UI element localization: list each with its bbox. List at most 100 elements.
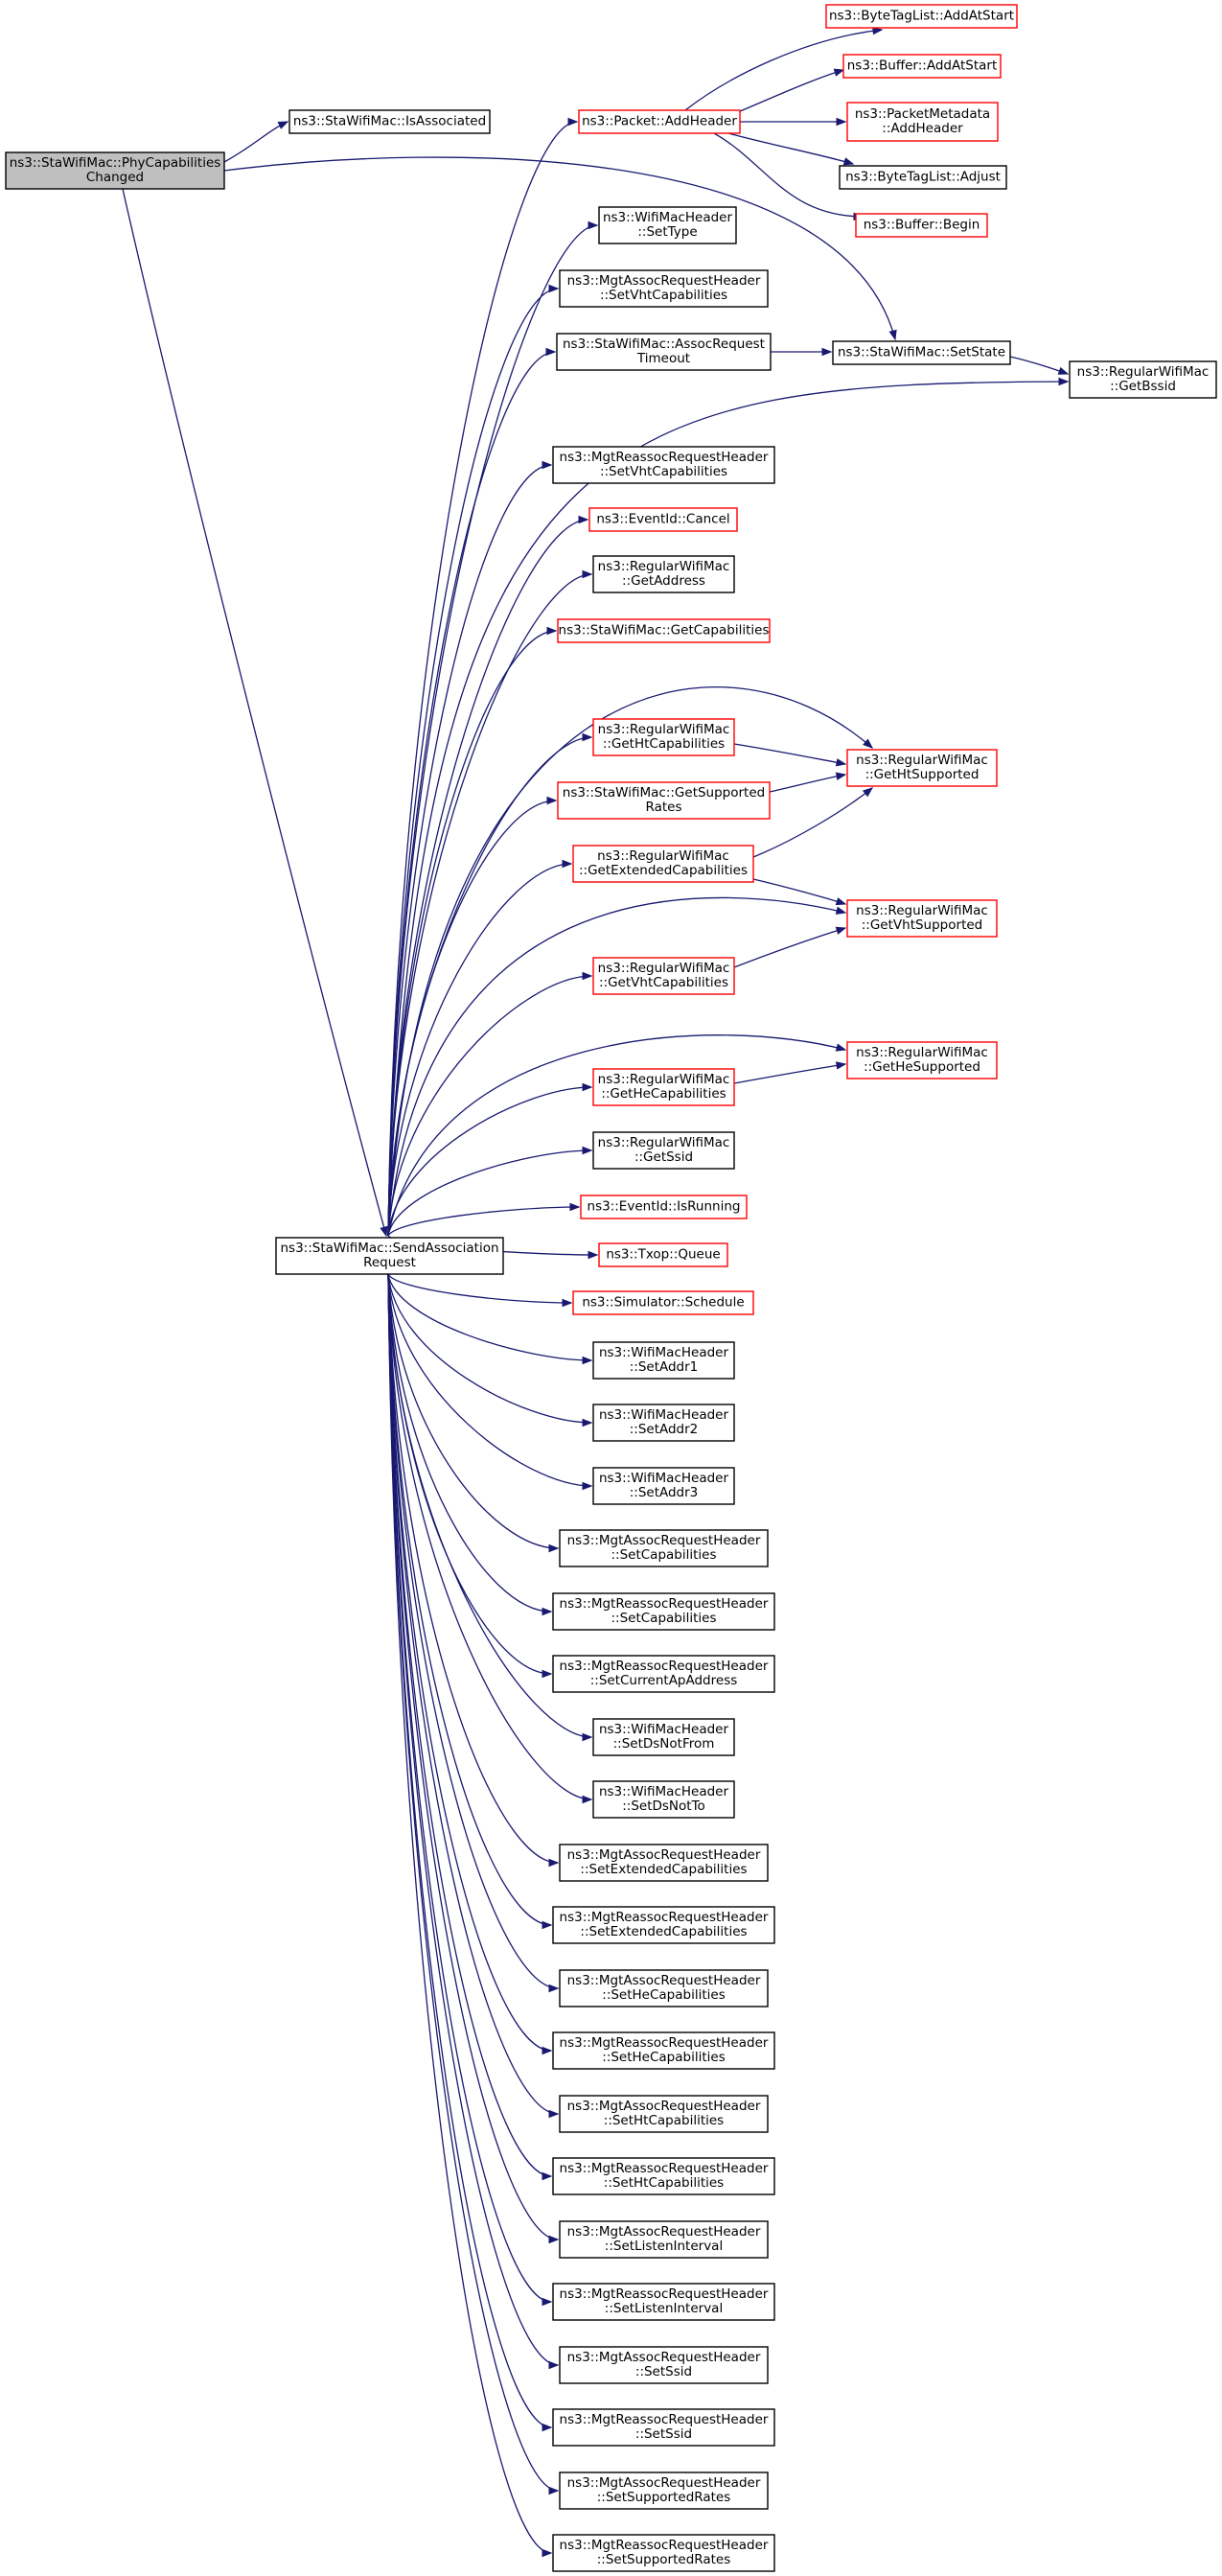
node-gethe[interactable]: ns3::RegularWifiMac::GetHeCapabilities bbox=[592, 1068, 735, 1106]
node-mrrq_setext[interactable]: ns3::MgtReassocRequestHeader::SetExtende… bbox=[552, 1906, 775, 1944]
node-box[interactable] bbox=[592, 555, 735, 593]
node-buf_addatstart[interactable]: ns3::Buffer::AddAtStart bbox=[842, 54, 1002, 79]
node-marq_setlisten[interactable]: ns3::MgtAssocRequestHeader::SetListenInt… bbox=[559, 2220, 769, 2259]
node-box[interactable] bbox=[572, 845, 754, 883]
node-getssid[interactable]: ns3::RegularWifiMac::GetSsid bbox=[592, 1131, 735, 1170]
node-getvht[interactable]: ns3::RegularWifiMac::GetVhtCapabilities bbox=[592, 957, 735, 995]
node-hesupported[interactable]: ns3::RegularWifiMac::GetHeSupported bbox=[846, 1041, 998, 1079]
node-mrrq_setlisten[interactable]: ns3::MgtReassocRequestHeader::SetListenI… bbox=[552, 2283, 775, 2321]
node-getext[interactable]: ns3::RegularWifiMac::GetExtendedCapabili… bbox=[572, 845, 754, 883]
node-box[interactable] bbox=[559, 2346, 769, 2384]
node-box[interactable] bbox=[559, 2095, 769, 2133]
node-addheader[interactable]: ns3::Packet::AddHeader bbox=[578, 109, 741, 134]
node-box[interactable] bbox=[559, 2472, 769, 2510]
node-queue[interactable]: ns3::Txop::Queue bbox=[598, 1242, 728, 1267]
node-box[interactable] bbox=[578, 109, 741, 134]
node-box[interactable] bbox=[592, 1780, 735, 1819]
node-box[interactable] bbox=[556, 333, 772, 371]
node-getcaps[interactable]: ns3::StaWifiMac::GetCapabilities bbox=[557, 618, 771, 643]
node-box[interactable] bbox=[5, 151, 225, 190]
node-box[interactable] bbox=[552, 2157, 775, 2195]
node-btl_adjust[interactable]: ns3::ByteTagList::Adjust bbox=[839, 165, 1007, 190]
node-getaddress[interactable]: ns3::RegularWifiMac::GetAddress bbox=[592, 555, 735, 593]
node-box[interactable] bbox=[846, 102, 999, 142]
node-isrunning[interactable]: ns3::EventId::IsRunning bbox=[580, 1195, 748, 1219]
node-getbssid[interactable]: ns3::RegularWifiMac::GetBssid bbox=[1069, 360, 1217, 399]
node-mrrq_sethe[interactable]: ns3::MgtReassocRequestHeader::SetHeCapab… bbox=[552, 2031, 775, 2070]
node-box[interactable] bbox=[592, 1341, 735, 1380]
node-box[interactable] bbox=[592, 718, 735, 756]
node-box[interactable] bbox=[580, 1195, 748, 1219]
node-mrrq_setvht[interactable]: ns3::MgtReassocRequestHeader::SetVhtCapa… bbox=[552, 446, 775, 484]
node-box[interactable] bbox=[557, 618, 771, 643]
node-dsnotto[interactable]: ns3::WifiMacHeader::SetDsNotTo bbox=[592, 1780, 735, 1819]
node-setstate[interactable]: ns3::StaWifiMac::SetState bbox=[832, 340, 1011, 365]
node-dsnotfrom[interactable]: ns3::WifiMacHeader::SetDsNotFrom bbox=[592, 1718, 735, 1756]
node-box[interactable] bbox=[598, 1242, 728, 1267]
node-marq_setvht[interactable]: ns3::MgtAssocRequestHeader::SetVhtCapabi… bbox=[559, 269, 769, 308]
node-box[interactable] bbox=[557, 781, 771, 820]
node-box[interactable] bbox=[588, 507, 738, 532]
node-box[interactable] bbox=[592, 1718, 735, 1756]
node-marq_setht[interactable]: ns3::MgtAssocRequestHeader::SetHtCapabil… bbox=[559, 2095, 769, 2133]
node-box[interactable] bbox=[552, 446, 775, 484]
node-marq_sethe[interactable]: ns3::MgtAssocRequestHeader::SetHeCapabil… bbox=[559, 1969, 769, 2007]
node-settype[interactable]: ns3::WifiMacHeader::SetType bbox=[598, 206, 737, 244]
node-box[interactable] bbox=[598, 206, 737, 244]
node-box[interactable] bbox=[592, 1068, 735, 1106]
node-mrrq_setcurap[interactable]: ns3::MgtReassocRequestHeader::SetCurrent… bbox=[552, 1655, 775, 1693]
node-box[interactable] bbox=[846, 899, 998, 938]
node-box[interactable] bbox=[592, 1404, 735, 1442]
node-marq_setssid[interactable]: ns3::MgtAssocRequestHeader::SetSsid bbox=[559, 2346, 769, 2384]
node-htsupported[interactable]: ns3::RegularWifiMac::GetHtSupported bbox=[846, 749, 998, 787]
node-addr2[interactable]: ns3::WifiMacHeader::SetAddr2 bbox=[592, 1404, 735, 1442]
node-marq_setrates[interactable]: ns3::MgtAssocRequestHeader::SetSupported… bbox=[559, 2472, 769, 2510]
node-box[interactable] bbox=[552, 1592, 775, 1631]
node-marq_setext[interactable]: ns3::MgtAssocRequestHeader::SetExtendedC… bbox=[559, 1844, 769, 1882]
node-box[interactable] bbox=[288, 109, 491, 134]
node-getht[interactable]: ns3::RegularWifiMac::GetHtCapabilities bbox=[592, 718, 735, 756]
node-box[interactable] bbox=[559, 269, 769, 308]
node-addr1[interactable]: ns3::WifiMacHeader::SetAddr1 bbox=[592, 1341, 735, 1380]
node-mrrq_setrates[interactable]: ns3::MgtReassocRequestHeader::SetSupport… bbox=[552, 2534, 775, 2572]
node-mrrq_setht[interactable]: ns3::MgtReassocRequestHeader::SetHtCapab… bbox=[552, 2157, 775, 2195]
node-box[interactable] bbox=[552, 2408, 775, 2447]
node-box[interactable] bbox=[552, 1655, 775, 1693]
node-box[interactable] bbox=[559, 2220, 769, 2259]
node-box[interactable] bbox=[559, 1844, 769, 1882]
node-btl_addatstart[interactable]: ns3::ByteTagList::AddAtStart bbox=[825, 4, 1018, 29]
node-box[interactable] bbox=[559, 1529, 769, 1567]
node-isassoc[interactable]: ns3::StaWifiMac::IsAssociated bbox=[288, 109, 491, 134]
node-box[interactable] bbox=[572, 1290, 754, 1315]
node-box[interactable] bbox=[842, 54, 1002, 79]
node-box[interactable] bbox=[592, 957, 735, 995]
node-addr3[interactable]: ns3::WifiMacHeader::SetAddr3 bbox=[592, 1467, 735, 1505]
node-box[interactable] bbox=[832, 340, 1011, 365]
node-box[interactable] bbox=[275, 1237, 504, 1275]
node-box[interactable] bbox=[855, 213, 988, 238]
node-box[interactable] bbox=[552, 1906, 775, 1944]
node-box[interactable] bbox=[1069, 360, 1217, 399]
node-pm_addheader[interactable]: ns3::PacketMetadata::AddHeader bbox=[846, 102, 999, 142]
node-box[interactable] bbox=[592, 1467, 735, 1505]
node-box[interactable] bbox=[552, 2031, 775, 2070]
node-box[interactable] bbox=[846, 1041, 998, 1079]
node-vhtsupported[interactable]: ns3::RegularWifiMac::GetVhtSupported bbox=[846, 899, 998, 938]
node-buf_begin[interactable]: ns3::Buffer::Begin bbox=[855, 213, 988, 238]
node-box[interactable] bbox=[552, 2534, 775, 2572]
node-mrrq_setcaps[interactable]: ns3::MgtReassocRequestHeader::SetCapabil… bbox=[552, 1592, 775, 1631]
node-marq_setcaps[interactable]: ns3::MgtAssocRequestHeader::SetCapabilit… bbox=[559, 1529, 769, 1567]
node-box[interactable] bbox=[839, 165, 1007, 190]
node-schedule[interactable]: ns3::Simulator::Schedule bbox=[572, 1290, 754, 1315]
node-box[interactable] bbox=[552, 2283, 775, 2321]
node-box[interactable] bbox=[825, 4, 1018, 29]
node-mrrq_setssid[interactable]: ns3::MgtReassocRequestHeader::SetSsid bbox=[552, 2408, 775, 2447]
node-cancel[interactable]: ns3::EventId::Cancel bbox=[588, 507, 738, 532]
node-box[interactable] bbox=[559, 1969, 769, 2007]
node-box[interactable] bbox=[846, 749, 998, 787]
node-box[interactable] bbox=[592, 1131, 735, 1170]
